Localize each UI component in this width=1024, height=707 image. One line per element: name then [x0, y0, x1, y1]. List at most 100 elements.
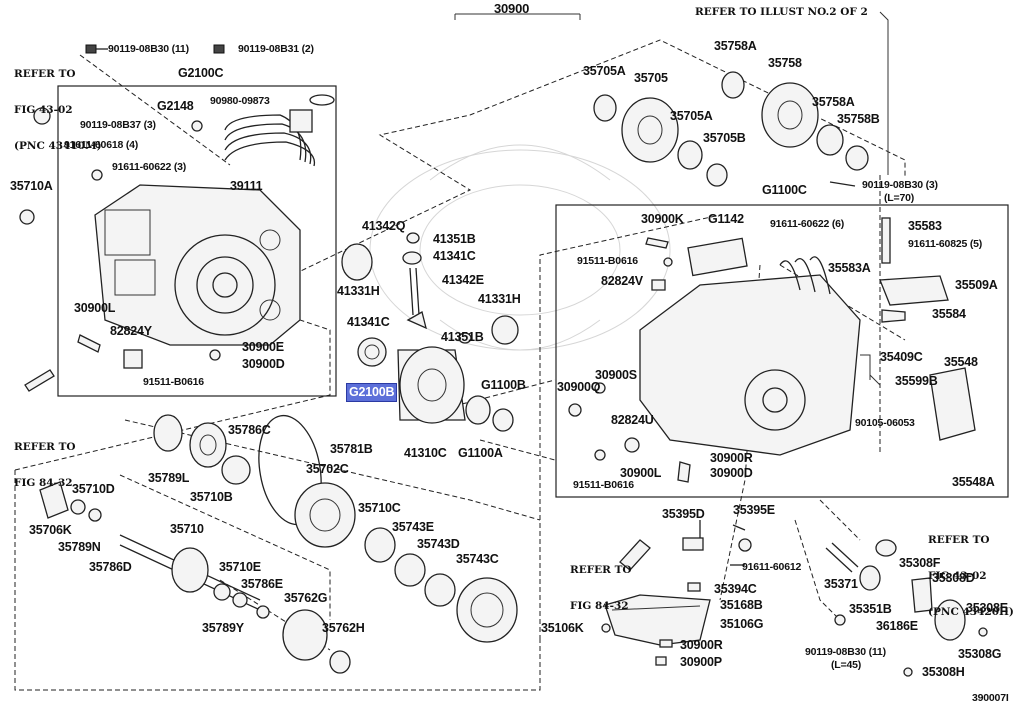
part-label[interactable]: G2100C — [178, 66, 224, 80]
part-label[interactable]: 41351B — [441, 330, 484, 344]
part-label[interactable]: 35308F — [899, 556, 941, 570]
part-label[interactable]: 30900D — [242, 357, 285, 371]
part-label[interactable]: 35789Y — [202, 621, 244, 635]
part-label[interactable]: 41310C — [404, 446, 447, 460]
part-label[interactable]: 35394C — [714, 582, 757, 596]
part-label[interactable]: 35702C — [306, 462, 349, 476]
part-label[interactable]: 41341C — [347, 315, 390, 329]
part-label[interactable]: 41342E — [442, 273, 484, 287]
part-label[interactable]: 41331H — [478, 292, 521, 306]
part-label[interactable]: 82824U — [611, 413, 654, 427]
part-label[interactable]: 30900R — [710, 451, 753, 465]
part-label[interactable]: 35583 — [908, 219, 942, 233]
part-label[interactable]: 39111 — [230, 179, 263, 193]
part-label[interactable]: 90119-08B30 (11) — [805, 646, 886, 658]
part-label[interactable]: 35758 — [768, 56, 802, 70]
part-label[interactable]: 41341C — [433, 249, 476, 263]
part-label[interactable]: 91611-60825 (5) — [908, 238, 983, 250]
part-label[interactable]: 35762G — [284, 591, 328, 605]
part-label[interactable]: 35706K — [29, 523, 72, 537]
part-label[interactable]: 35743C — [456, 552, 499, 566]
part-label[interactable]: 30900K — [641, 212, 684, 226]
part-label[interactable]: 82824Y — [110, 324, 152, 338]
part-label[interactable]: 35106K — [541, 621, 584, 635]
part-label[interactable]: 35710B — [190, 490, 233, 504]
part-label[interactable]: 30900D — [710, 466, 753, 480]
reference-fig-43-02-a[interactable]: REFER TO FIG 43-02 (PNC 43410M) — [14, 68, 102, 152]
part-label[interactable]: 82824V — [601, 274, 643, 288]
part-label[interactable]: 30900P — [680, 655, 722, 669]
part-label[interactable]: 35786E — [241, 577, 283, 591]
part-label[interactable]: 35548 — [944, 355, 978, 369]
part-label[interactable]: 35371 — [824, 577, 858, 591]
part-label[interactable]: 35705A — [583, 64, 626, 78]
part-label[interactable]: 35758A — [812, 95, 855, 109]
part-label[interactable]: 35351B — [849, 602, 892, 616]
part-label[interactable]: 35705 — [634, 71, 668, 85]
part-label[interactable]: 35710C — [358, 501, 401, 515]
part-label[interactable]: 35509A — [955, 278, 998, 292]
part-label[interactable]: 35584 — [932, 307, 966, 321]
part-label[interactable]: 35710E — [219, 560, 261, 574]
part-label[interactable]: 35789N — [58, 540, 101, 554]
part-label[interactable]: 30900S — [595, 368, 637, 382]
reference-fig-84-32-b[interactable]: REFER TO FIG 84-32 — [570, 564, 632, 612]
part-label[interactable]: 36186E — [876, 619, 918, 633]
part-label[interactable]: 35758B — [837, 112, 880, 126]
part-label[interactable]: 35395D — [662, 507, 705, 521]
part-label[interactable]: 91511-B0616 — [143, 376, 204, 388]
part-label[interactable]: 35789L — [148, 471, 190, 485]
part-label[interactable]: 41331H — [337, 284, 380, 298]
part-label[interactable]: 30900E — [242, 340, 284, 354]
part-label[interactable]: 35786D — [89, 560, 132, 574]
part-label[interactable]: G1100A — [458, 446, 503, 460]
part-label[interactable]: 90119-08B31 (2) — [238, 43, 314, 55]
reference-fig-84-32-a[interactable]: REFER TO FIG 84-32 — [14, 441, 76, 489]
part-label[interactable]: 91611-60622 (3) — [112, 161, 187, 173]
part-label[interactable]: G1100C — [762, 183, 807, 197]
part-label[interactable]: 90980-09873 — [210, 95, 270, 107]
top-reference-link[interactable]: REFER TO ILLUST NO.2 OF 2 — [695, 6, 868, 18]
part-label[interactable]: 41351B — [433, 232, 476, 246]
part-label[interactable]: 35743E — [392, 520, 434, 534]
part-label[interactable]: 41342Q — [362, 219, 406, 233]
part-label[interactable]: 35308D — [932, 571, 975, 585]
part-label[interactable]: G2148 — [157, 99, 194, 113]
part-label[interactable]: G1142 — [708, 212, 744, 226]
part-label[interactable]: 91511-B0616 — [573, 479, 634, 491]
part-label[interactable]: 35308H — [922, 665, 965, 679]
part-label[interactable]: 35786C — [228, 423, 271, 437]
part-label[interactable]: 35781B — [330, 442, 373, 456]
part-label[interactable]: 35599B — [895, 374, 938, 388]
part-label[interactable]: 35308G — [958, 647, 1002, 661]
part-label[interactable]: 35710A — [10, 179, 53, 193]
part-label[interactable]: 35710D — [72, 482, 115, 496]
highlighted-part-label[interactable]: G2100B — [346, 383, 398, 402]
part-label[interactable]: 35106G — [720, 617, 764, 631]
part-label[interactable]: 90105-06053 — [855, 417, 915, 429]
part-label[interactable]: 90119-08B37 (3) — [80, 119, 156, 131]
part-label[interactable]: 35705B — [703, 131, 746, 145]
part-label[interactable]: 30900Q — [557, 380, 601, 394]
part-label[interactable]: (L=70) — [884, 192, 915, 204]
reference-fig-43-02-b[interactable]: REFER TO FIG 43-02 (PNC 43420H) — [928, 534, 1014, 618]
part-label[interactable]: 35308E — [966, 601, 1008, 615]
part-label[interactable]: 35758A — [714, 39, 757, 53]
part-label[interactable]: 35395E — [733, 503, 775, 517]
part-label[interactable]: 35409C — [880, 350, 923, 364]
part-label[interactable]: 35548A — [952, 475, 995, 489]
part-label[interactable]: 35710 — [170, 522, 204, 536]
part-label[interactable]: 91511-B0616 — [577, 255, 638, 267]
part-label[interactable]: 90119-08B30 (11) — [108, 43, 189, 55]
part-label[interactable]: 30900L — [620, 466, 662, 480]
part-label[interactable]: 91611-60612 — [742, 561, 802, 573]
part-label[interactable]: 91611-60622 (6) — [770, 218, 845, 230]
part-label[interactable]: 35583A — [828, 261, 871, 275]
part-label[interactable]: 30900R — [680, 638, 723, 652]
part-label[interactable]: 91611-60618 (4) — [64, 139, 139, 151]
part-label[interactable]: 35705A — [670, 109, 713, 123]
part-label[interactable]: 90119-08B30 (3) — [862, 179, 938, 191]
part-label[interactable]: 35743D — [417, 537, 460, 551]
part-label[interactable]: (L=45) — [831, 659, 862, 671]
part-label[interactable]: 30900L — [74, 301, 116, 315]
